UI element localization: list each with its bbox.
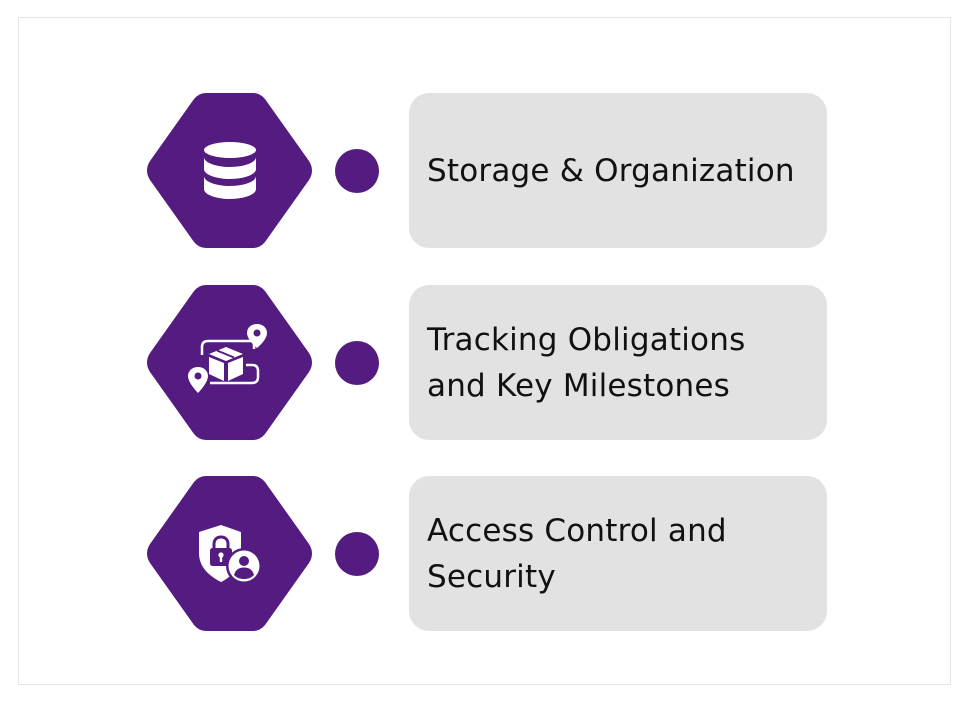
shield-lock-user-icon	[198, 524, 262, 584]
item-storage-organization: Storage & Organization	[0, 93, 969, 248]
item-label: Access Control and Security	[427, 512, 727, 595]
connector-dot	[335, 149, 379, 193]
item-tracking-obligations: Tracking Obligations and Key Milestones	[0, 285, 969, 440]
item-card: Access Control and Security	[409, 476, 827, 631]
item-label: Storage & Organization	[427, 152, 795, 189]
connector-dot	[335, 341, 379, 385]
package-route-icon	[187, 323, 267, 393]
item-access-control: Access Control and Security	[0, 476, 969, 631]
item-label: Tracking Obligations and Key Milestones	[427, 321, 746, 404]
connector-dot	[335, 532, 379, 576]
item-card: Storage & Organization	[409, 93, 827, 248]
hexagon-badge	[144, 476, 315, 631]
item-card: Tracking Obligations and Key Milestones	[409, 285, 827, 440]
hexagon-badge	[144, 93, 315, 248]
database-icon	[203, 141, 256, 199]
hexagon-badge	[144, 285, 315, 440]
